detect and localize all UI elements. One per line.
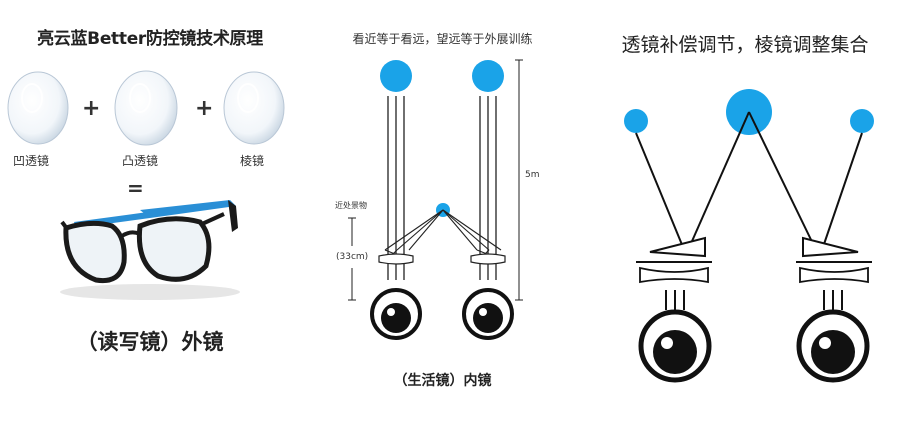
concave-lens-label: 凹透镜 [13,152,49,169]
near-far-panel: 看近等于看远，望远等于外展训练 [305,0,580,446]
far-target-left [380,60,412,92]
eye-right-large [799,312,867,380]
eye-left [372,290,420,338]
far-distance-label: 5m [525,170,540,180]
life-glasses-caption: （生活镜）内镜 [305,370,580,390]
plus-sign-1: + [82,96,100,121]
prism-right [803,238,858,256]
prism-diagram [590,0,900,446]
lens-principle-panel: 亮云蓝Better防控镜技术原理 [0,0,300,446]
concave-lens-left [640,268,708,282]
side-target-left [624,109,648,133]
near-distance-label: (33cm) [336,252,368,262]
prism-lens-label: 棱镜 [240,152,264,169]
equals-sign: = [127,176,144,200]
inner-lens-left [379,254,413,264]
far-target-right [472,60,504,92]
plus-sign-2: + [195,96,213,121]
near-object-label: 近处景物 [335,200,367,211]
convex-lens-label: 凸透镜 [122,152,158,169]
side-target-right [850,109,874,133]
glasses-image [60,200,240,300]
lens-illustrations [0,0,300,446]
eye-right [464,290,512,338]
reading-glasses-caption: （读写镜）外镜 [0,326,300,356]
prism-panel: 透镜补偿调节，棱镜调整集合 [590,0,900,446]
eye-left-large [641,312,709,380]
concave-lens-right [800,268,868,282]
prism-left [650,238,705,256]
inner-lens-right [471,254,505,264]
